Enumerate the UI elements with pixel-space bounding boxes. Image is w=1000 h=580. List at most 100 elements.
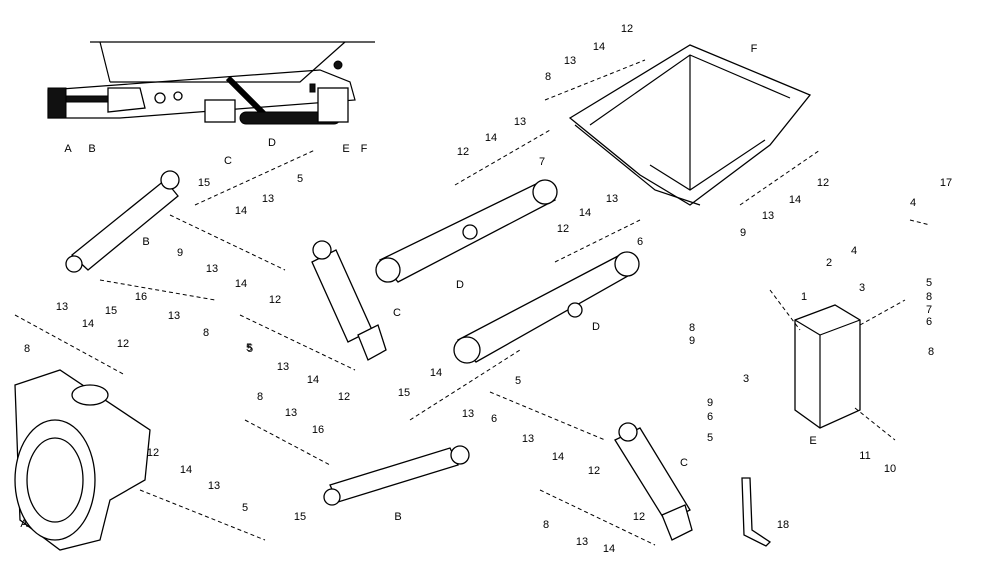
callout-c-B-cyl2: B: [394, 511, 401, 523]
callout-c-12-i: 12: [633, 511, 645, 523]
callout-c-10: 10: [884, 463, 896, 475]
callout-c-15-d: 15: [294, 511, 306, 523]
cylinder-c-lower: [614, 422, 693, 541]
callout-c-D-top: D: [268, 137, 276, 149]
callout-c-8-f: 8: [24, 343, 30, 355]
callout-c-5-a: 5: [297, 173, 303, 185]
callout-c-8-d: 8: [928, 346, 934, 358]
bracket-18: [741, 477, 772, 547]
callout-c-B-top: B: [88, 143, 95, 155]
callout-c-13-f: 13: [606, 193, 618, 205]
callout-c-14-a: 14: [593, 41, 605, 53]
callout-c-6-c: 6: [707, 411, 713, 423]
callout-c-16-a: 16: [135, 291, 147, 303]
callout-c-6-a: 6: [637, 236, 643, 248]
callout-c-D-arm2: D: [592, 321, 600, 333]
callout-c-14-f: 14: [789, 194, 801, 206]
callout-c-8-c: 8: [926, 291, 932, 303]
callout-c-5-b: 5: [926, 277, 932, 289]
callout-c-13-l: 13: [576, 536, 588, 548]
cylinder-c-upper: [311, 240, 387, 361]
callout-c-13-b: 13: [514, 116, 526, 128]
callout-c-7-a: 7: [539, 156, 545, 168]
callout-c-18: 18: [777, 519, 789, 531]
callout-c-C-cyl1: C: [393, 307, 401, 319]
callout-c-A-housing: A: [20, 518, 28, 530]
callout-c-14-l: 14: [180, 464, 192, 476]
callout-c-15-b: 15: [105, 305, 117, 317]
hopper: [568, 44, 812, 206]
callout-c-8-h: 8: [257, 391, 263, 403]
callout-c-14-c: 14: [235, 205, 247, 217]
housing-a: [14, 369, 151, 551]
machine-overview: [47, 41, 375, 125]
callout-c-3-a: 3: [859, 282, 865, 294]
callout-c-8-e: 8: [689, 322, 695, 334]
callout-c-13-j: 13: [277, 361, 289, 373]
callout-c-12-j: 12: [147, 447, 159, 459]
callout-c-13-c: 13: [262, 193, 274, 205]
callout-c-5-f: 5: [247, 343, 253, 355]
callout-c-D-arm1: D: [456, 279, 464, 291]
cylinder-b-upper: [65, 170, 180, 273]
callout-c-13-d: 13: [206, 263, 218, 275]
callout-c-E-top: E: [342, 143, 349, 155]
callout-c-14-k: 14: [603, 543, 615, 555]
callout-c-14-i: 14: [307, 374, 319, 386]
callout-c-C-top: C: [224, 155, 232, 167]
arm-d-upper: [375, 179, 558, 283]
callout-c-9-c: 9: [689, 335, 695, 347]
callout-c-13-i: 13: [462, 408, 474, 420]
callout-c-12-b: 12: [457, 146, 469, 158]
arm-d-lower: [453, 251, 640, 364]
callout-c-14-g: 14: [82, 318, 94, 330]
callout-c-8-b: 8: [203, 327, 209, 339]
callout-c-13-m: 13: [285, 407, 297, 419]
callout-c-13-k: 13: [522, 433, 534, 445]
callout-c-5-d: 5: [246, 342, 252, 354]
callout-c-11: 11: [859, 450, 870, 462]
callout-c-12-a: 12: [621, 23, 633, 35]
callout-c-12-h: 12: [588, 465, 600, 477]
callout-c-14-h: 14: [430, 367, 442, 379]
callout-c-C-cyl2: C: [680, 457, 688, 469]
callout-c-14-d: 14: [235, 278, 247, 290]
callout-c-2: 2: [826, 257, 832, 269]
callout-c-17: 17: [940, 177, 952, 189]
callout-c-14-e: 14: [579, 207, 591, 219]
callout-c-1: 1: [801, 291, 807, 303]
callout-c-6-b: 6: [926, 316, 932, 328]
callout-c-14-j: 14: [552, 451, 564, 463]
callout-c-12-d: 12: [557, 223, 569, 235]
callout-c-7-b: 7: [926, 304, 932, 316]
callout-c-8-a: 8: [545, 71, 551, 83]
callout-c-12-g: 12: [338, 391, 350, 403]
callout-c-A-top: A: [64, 143, 72, 155]
callout-c-15-c: 15: [398, 387, 410, 399]
callout-c-5-c: 5: [707, 432, 713, 444]
cylinder-b-lower: [323, 445, 470, 506]
callout-c-13-h: 13: [56, 301, 68, 313]
callout-c-14-b: 14: [485, 132, 497, 144]
callout-c-12-c: 12: [269, 294, 281, 306]
callout-c-16-b: 16: [312, 424, 324, 436]
callout-c-E-block: E: [809, 435, 816, 447]
callout-c-12-e: 12: [817, 177, 829, 189]
callout-c-B-cyl1: B: [142, 236, 149, 248]
callout-c-4-a: 4: [910, 197, 916, 209]
callout-c-5-g: 5: [242, 502, 248, 514]
callout-c-13-g: 13: [762, 210, 774, 222]
callout-c-4-b: 4: [851, 245, 857, 257]
callout-c-13-n: 13: [208, 480, 220, 492]
callout-c-8-g: 8: [543, 519, 549, 531]
valve-block: [794, 304, 861, 429]
callout-c-3-b: 3: [743, 373, 749, 385]
callout-c-9-b: 9: [740, 227, 746, 239]
callout-c-9-a: 9: [177, 247, 183, 259]
callout-c-F-hopper: F: [751, 43, 758, 55]
callout-c-5-e: 5: [515, 375, 521, 387]
callout-c-13-e: 13: [168, 310, 180, 322]
